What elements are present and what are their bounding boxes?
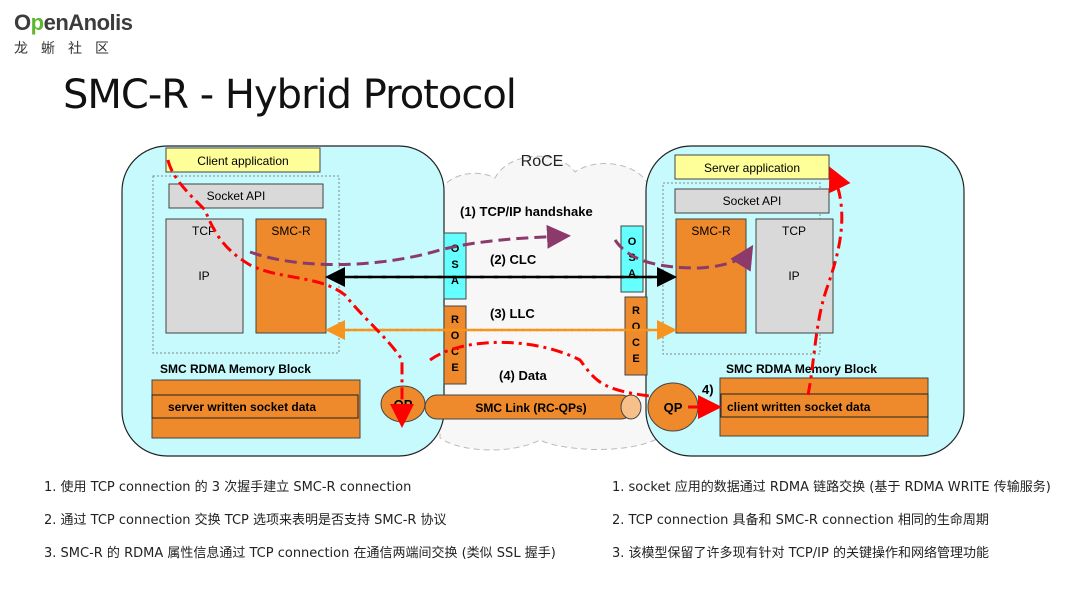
handshake-arrow-left (249, 224, 571, 266)
client-tcp-label: TCP (192, 224, 216, 238)
server-osa-adapter: O S A (620, 225, 644, 293)
osa-letter: O (628, 236, 637, 248)
roce-letter: C (451, 346, 459, 358)
client-socket-api-box (168, 183, 324, 209)
server-host: Server application Socket API SMC-R TCP … (645, 145, 965, 457)
client-application-label: Client application (197, 154, 288, 168)
note-left-item: 1. 使用 TCP connection 的 3 次握手建立 SMC-R con… (44, 480, 412, 495)
step-handshake-label: (1) TCP/IP handshake (460, 204, 593, 219)
step-llc-label: (3) LLC (490, 306, 535, 321)
note-right-item: 1. socket 应用的数据通过 RDMA 链路交换 (基于 RDMA WRI… (612, 480, 1051, 495)
client-ip-label: IP (198, 269, 209, 283)
handshake-arrow-right (613, 239, 754, 272)
roce-letter: O (632, 321, 641, 333)
roce-letter: R (451, 314, 459, 326)
server-application-box (674, 154, 830, 180)
roce-letter: R (632, 305, 640, 317)
note-right-item: 2. TCP connection 具备和 SMC-R connection 相… (612, 513, 989, 528)
client-osa-adapter: O S A (443, 232, 467, 300)
data-path-client (166, 159, 414, 428)
client-memory-data-box (151, 394, 359, 419)
server-qp-label: QP (664, 400, 683, 415)
client-socket-api-label: Socket API (207, 189, 266, 203)
osa-letter: O (451, 243, 460, 255)
logo-subtitle: 龙蜥社区 (14, 40, 122, 56)
server-socket-api-box (674, 188, 830, 214)
roce-letter: E (451, 362, 458, 374)
client-smc-r-label: SMC-R (271, 224, 311, 238)
data-path-link (429, 340, 651, 398)
osa-letter: S (451, 259, 458, 271)
client-application-box (165, 147, 321, 173)
client-tcp-ip-box (165, 218, 244, 334)
server-application-label: Server application (704, 161, 800, 175)
logo-leaf-p: p (30, 10, 44, 35)
data-path-server (806, 166, 851, 396)
page-title: SMC-R - Hybrid Protocol (63, 72, 517, 118)
logo-letter-o: O (14, 10, 31, 35)
server-step-marker: 4) (702, 382, 714, 397)
smc-link-label: SMC Link (RC-QPs) (475, 401, 586, 415)
client-memory-data-label: server written socket data (168, 400, 316, 414)
roce-label: RoCE (521, 153, 564, 170)
client-host: Client application Socket API TCP IP SMC… (121, 145, 445, 457)
server-roce-adapter: R O C E (624, 296, 648, 376)
smc-link: SMC Link (RC-QPs) (424, 394, 642, 420)
note-right-item: 3. 该模型保留了许多现有针对 TCP/IP 的关键操作和网络管理功能 (612, 546, 989, 561)
osa-letter: S (628, 252, 635, 264)
server-memory-block-label: SMC RDMA Memory Block (726, 362, 877, 376)
step-data-label: (4) Data (499, 368, 547, 383)
roce-letter: C (632, 337, 640, 349)
roce-letter: E (632, 353, 639, 365)
server-socket-api-label: Socket API (723, 194, 782, 208)
note-left-item: 3. SMC-R 的 RDMA 属性信息通过 TCP connection 在通… (44, 546, 556, 561)
openanolis-logo: OpenAnolis 龙蜥社区 (14, 10, 133, 58)
logo-wordmark: OpenAnolis (14, 10, 133, 36)
roce-cloud (437, 155, 656, 451)
note-left-item: 2. 通过 TCP connection 交换 TCP 选项来表明是否支持 SM… (44, 513, 447, 528)
client-roce-adapter: R O C E (443, 305, 467, 385)
osa-letter: A (628, 268, 636, 280)
logo-letters: enAnolis (43, 10, 133, 35)
osa-letter: A (451, 275, 459, 287)
client-memory-block-label: SMC RDMA Memory Block (160, 362, 311, 376)
server-tcp-label: TCP (782, 224, 806, 238)
server-smc-r-label: SMC-R (691, 224, 731, 238)
server-memory-data-label: client written socket data (727, 400, 871, 414)
step-clc-label: (2) CLC (490, 252, 537, 267)
notes-right: 1. socket 应用的数据通过 RDMA 链路交换 (基于 RDMA WRI… (612, 479, 1051, 578)
server-ip-label: IP (788, 269, 799, 283)
notes-left: 1. 使用 TCP connection 的 3 次握手建立 SMC-R con… (44, 479, 556, 578)
roce-letter: O (451, 330, 460, 342)
